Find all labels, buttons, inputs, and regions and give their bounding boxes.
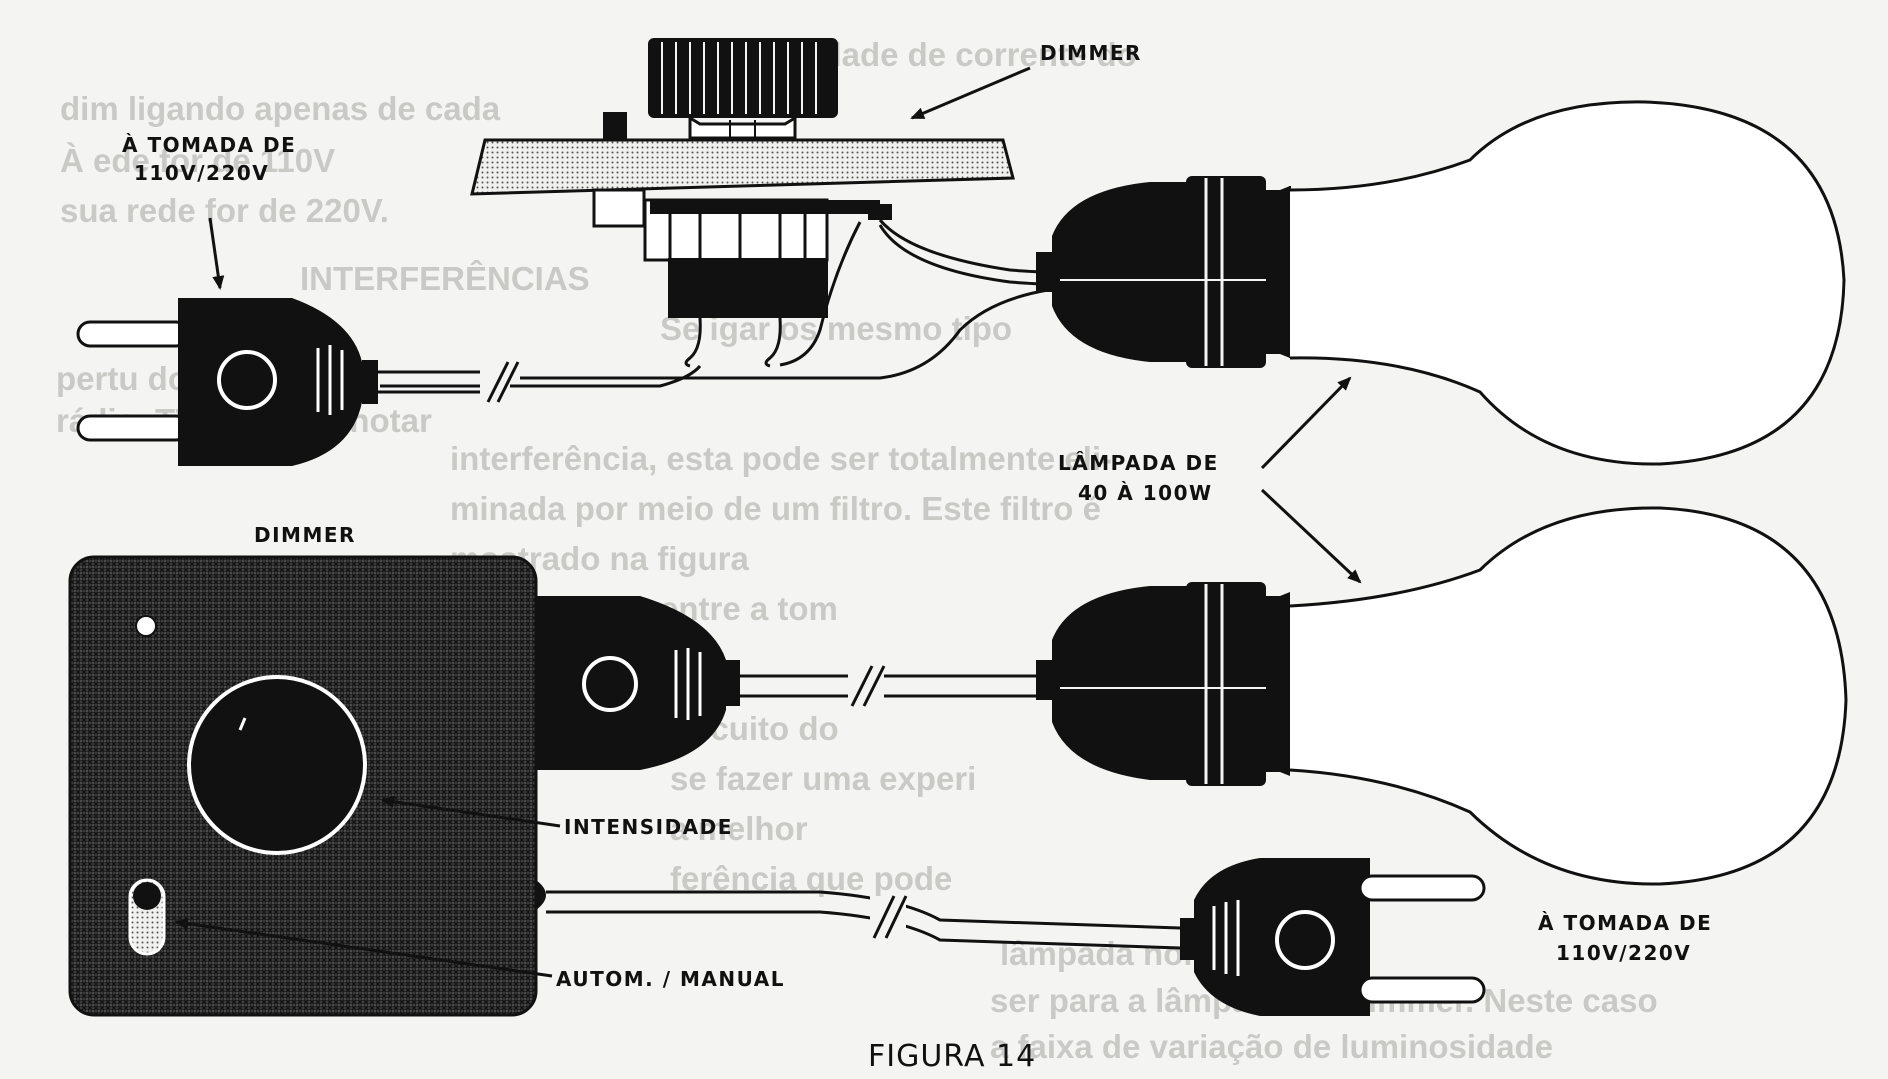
arrow-tomada-top [208, 217, 225, 290]
box-plug [536, 596, 1040, 770]
label-dimmer-box: DIMMER [254, 523, 356, 547]
label-intensidade: INTENSIDADE [564, 815, 733, 839]
label-tomada-top-1: À TOMADA DE [122, 133, 296, 157]
background-text-line: se fazer uma experi [670, 760, 976, 797]
label-lampada-1: LÂMPADA DE [1058, 451, 1219, 475]
knob [648, 38, 838, 118]
background-text-line: dim ligando apenas de cada [60, 90, 501, 127]
arrow-lampada-1 [1260, 376, 1352, 470]
background-text-line: a melhor [670, 810, 808, 847]
plug-ring-icon [217, 350, 277, 410]
arrow-intensidade [380, 795, 561, 828]
label-lampada-2: 40 À 100W [1078, 481, 1213, 505]
label-autom-manual: AUTOM. / MANUAL [556, 967, 785, 991]
arrow-autom [174, 917, 553, 978]
plug-ring-icon [1275, 910, 1335, 970]
arrow-dimmer-top [910, 66, 1031, 120]
background-text-line: sua rede for de 220V. [60, 192, 389, 229]
background-text-line: minada por meio de um filtro. Este filtr… [450, 490, 1101, 527]
bottom-lamp [1036, 506, 1848, 886]
switch-lever [603, 112, 627, 142]
potentiometer-base [668, 258, 828, 318]
top-dimmer-assembly [380, 38, 1049, 388]
label-dimmer-top: DIMMER [1040, 41, 1142, 65]
label-tomada-bottom-2: 110V/220V [1556, 941, 1691, 965]
faceplate [470, 138, 1015, 196]
dimmer-box [68, 555, 546, 1017]
intensity-knob [187, 675, 367, 855]
plug-ring-icon [582, 656, 638, 712]
hex-nut [688, 115, 797, 140]
bulb-outline [1289, 100, 1846, 466]
arrow-lampada-2 [1260, 488, 1362, 584]
background-text-line: INTERFERÊNCIAS [300, 260, 590, 297]
callout-arrows [174, 66, 1362, 978]
bottom-plug [546, 858, 1486, 1016]
labels: DIMMER À TOMADA DE 110V/220V LÂMPADA DE … [122, 41, 1712, 1074]
bulb-outline [1289, 506, 1848, 886]
figure-caption: FIGURA 14 [868, 1039, 1036, 1074]
background-text-line: À ede for de 110V [60, 142, 335, 179]
top-lamp [1036, 100, 1846, 466]
label-tomada-bottom-1: À TOMADA DE [1538, 911, 1712, 935]
label-tomada-top-2: 110V/220V [134, 161, 269, 185]
top-plug [76, 298, 520, 466]
background-text-line: a faixa de variação de luminosidade [990, 1028, 1553, 1065]
background-text-line: interferência, esta pode ser totalmente … [450, 440, 1112, 477]
